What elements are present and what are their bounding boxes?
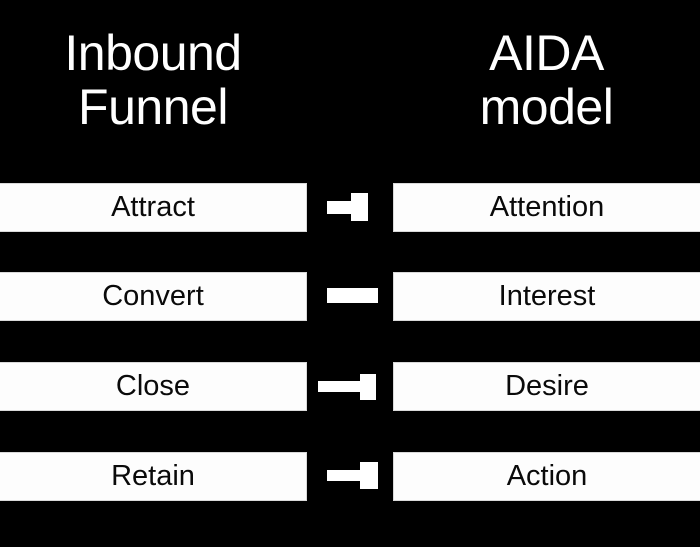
left-stage-box-1[interactable]: Attract — [0, 183, 307, 232]
arrow-shaft — [327, 201, 353, 214]
arrow-right-icon — [318, 362, 378, 411]
right-column-title: AIDA model — [479, 25, 614, 135]
arrow-shaft — [327, 288, 378, 303]
arrow-right-icon — [327, 183, 379, 232]
right-stage-box-3[interactable]: Desire — [393, 362, 700, 411]
left-stage-box-2[interactable]: Convert — [0, 272, 307, 321]
bar-connector-icon — [327, 272, 379, 321]
left-stage-box-4[interactable]: Retain — [0, 452, 307, 501]
arrow-shaft — [318, 381, 363, 392]
arrow-shaft — [327, 470, 362, 481]
right-stage-box-2[interactable]: Interest — [393, 272, 700, 321]
left-stage-box-3[interactable]: Close — [0, 362, 307, 411]
arrow-right-icon — [327, 452, 379, 501]
arrow-head — [360, 374, 376, 400]
right-stage-box-1[interactable]: Attention — [393, 183, 700, 232]
left-column-title: Inbound Funnel — [64, 25, 242, 135]
right-stage-box-4[interactable]: Action — [393, 452, 700, 501]
arrow-head — [351, 193, 368, 221]
arrow-head — [360, 462, 378, 489]
